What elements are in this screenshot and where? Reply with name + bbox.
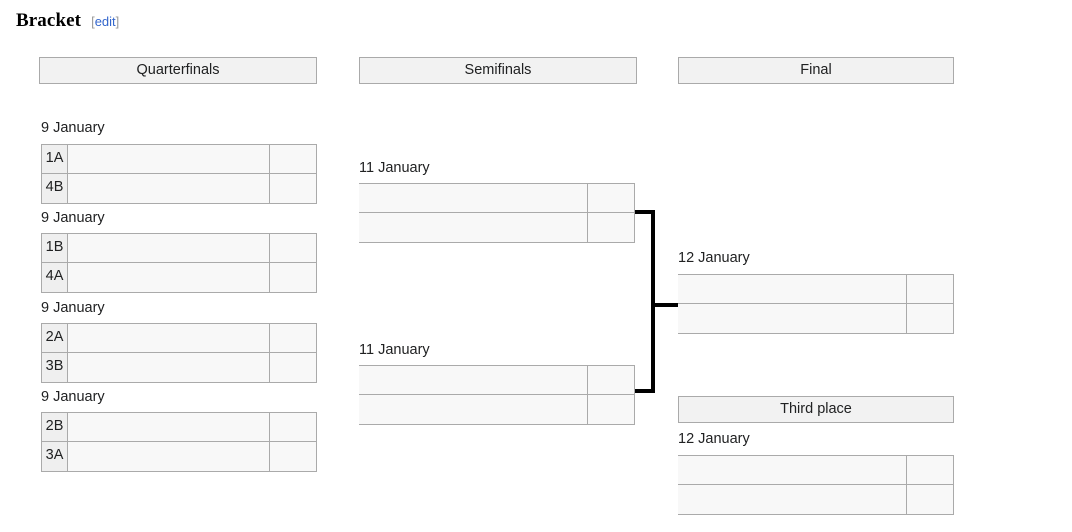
- team-cell: [68, 144, 270, 174]
- score-cell: [270, 323, 317, 353]
- match-row[interactable]: [678, 485, 954, 515]
- seed-cell: 3B: [41, 353, 68, 383]
- score-cell: [588, 213, 635, 243]
- match-row[interactable]: 1A: [41, 144, 317, 174]
- match-date-final: 12 January: [678, 250, 750, 266]
- match-date-qf1: 9 January: [41, 120, 105, 136]
- match-row[interactable]: 3B: [41, 353, 317, 383]
- team-cell: [678, 274, 907, 304]
- match-row[interactable]: 1B: [41, 233, 317, 263]
- edit-link[interactable]: edit: [94, 14, 116, 29]
- match-row[interactable]: 2A: [41, 323, 317, 353]
- match-third-place: [678, 455, 954, 515]
- team-cell: [68, 174, 270, 204]
- semifinal-to-final-connector: [635, 210, 655, 393]
- score-cell: [270, 353, 317, 383]
- match-row[interactable]: [678, 304, 954, 334]
- match-date-qf2: 9 January: [41, 210, 105, 226]
- team-cell: [359, 395, 588, 425]
- seed-cell: 2B: [41, 412, 68, 442]
- edit-bracket-close: ]: [115, 14, 120, 29]
- match-date-third-place: 12 January: [678, 431, 750, 447]
- match-row[interactable]: [678, 455, 954, 485]
- team-cell: [68, 353, 270, 383]
- score-cell: [588, 183, 635, 213]
- match-sf1: [359, 183, 635, 243]
- team-cell: [359, 183, 588, 213]
- round-header-quarterfinals: Quarterfinals: [39, 57, 317, 84]
- page-heading: Bracket [edit]: [16, 10, 119, 32]
- match-date-sf1: 11 January: [359, 160, 430, 176]
- round-header-final: Final: [678, 57, 954, 84]
- seed-cell: 3A: [41, 442, 68, 472]
- team-cell: [678, 455, 907, 485]
- seed-cell: 1A: [41, 144, 68, 174]
- page-title: Bracket: [16, 10, 82, 31]
- match-row[interactable]: 3A: [41, 442, 317, 472]
- seed-cell: 1B: [41, 233, 68, 263]
- team-cell: [678, 304, 907, 334]
- score-cell: [907, 485, 954, 515]
- match-date-qf3: 9 January: [41, 300, 105, 316]
- match-row[interactable]: 2B: [41, 412, 317, 442]
- score-cell: [270, 442, 317, 472]
- seed-cell: 4A: [41, 263, 68, 293]
- team-cell: [68, 233, 270, 263]
- match-row[interactable]: [678, 274, 954, 304]
- score-cell: [588, 395, 635, 425]
- score-cell: [907, 304, 954, 334]
- score-cell: [907, 274, 954, 304]
- match-row[interactable]: 4B: [41, 174, 317, 204]
- match-row[interactable]: [359, 365, 635, 395]
- seed-cell: 4B: [41, 174, 68, 204]
- team-cell: [359, 213, 588, 243]
- match-qf3: 2A 3B: [41, 323, 317, 383]
- seed-cell: 2A: [41, 323, 68, 353]
- team-cell: [68, 442, 270, 472]
- match-row[interactable]: [359, 395, 635, 425]
- team-cell: [68, 412, 270, 442]
- round-header-third-place: Third place: [678, 396, 954, 423]
- edit-section-link: [edit]: [91, 14, 119, 29]
- score-cell: [588, 365, 635, 395]
- match-qf2: 1B 4A: [41, 233, 317, 293]
- match-qf1: 1A 4B: [41, 144, 317, 204]
- score-cell: [270, 144, 317, 174]
- score-cell: [907, 455, 954, 485]
- score-cell: [270, 233, 317, 263]
- match-final: [678, 274, 954, 334]
- team-cell: [68, 323, 270, 353]
- score-cell: [270, 263, 317, 293]
- score-cell: [270, 174, 317, 204]
- team-cell: [68, 263, 270, 293]
- team-cell: [359, 365, 588, 395]
- match-date-sf2: 11 January: [359, 342, 430, 358]
- match-row[interactable]: 4A: [41, 263, 317, 293]
- match-qf4: 2B 3A: [41, 412, 317, 472]
- edit-bracket-open: [: [91, 14, 95, 29]
- round-header-semifinals: Semifinals: [359, 57, 637, 84]
- match-row[interactable]: [359, 213, 635, 243]
- match-row[interactable]: [359, 183, 635, 213]
- score-cell: [270, 412, 317, 442]
- match-date-qf4: 9 January: [41, 389, 105, 405]
- match-sf2: [359, 365, 635, 425]
- team-cell: [678, 485, 907, 515]
